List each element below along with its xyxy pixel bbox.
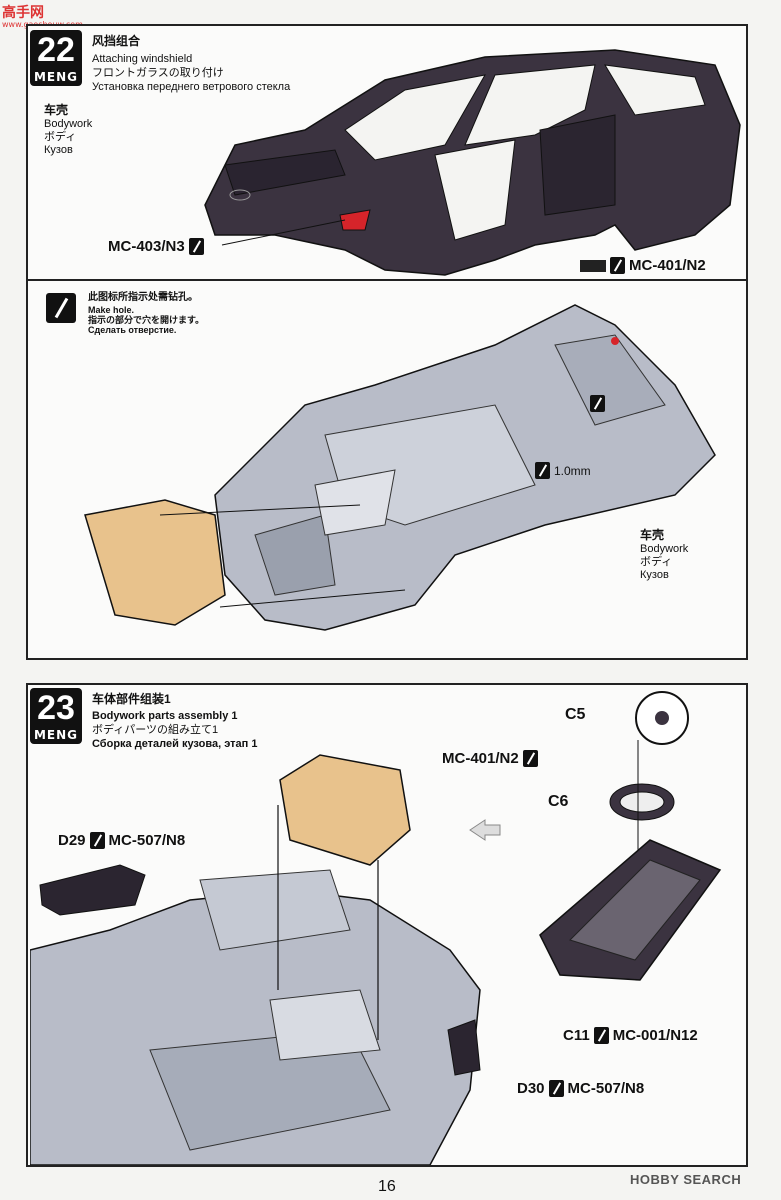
step-22-title-ja: フロントガラスの取り付け [92, 67, 224, 79]
step-23-title-en: Bodywork parts assembly 1 [92, 710, 238, 722]
bodywork-label-ja: ボディ [44, 131, 77, 143]
paint-brush-icon [522, 750, 538, 767]
paint-callout-d30: D30 MC-507/N8 [517, 1080, 645, 1097]
brand-logo: MENG [33, 728, 79, 742]
paint-brush-icon [593, 1027, 609, 1044]
assembly-illustration [30, 691, 722, 1165]
part-label-c6: C6 [548, 793, 569, 810]
part-label-c5: C5 [565, 706, 586, 723]
color-swatch [580, 259, 606, 272]
car-body-illustration [204, 49, 741, 276]
drill-note-zh: 此图标所指示处需钻孔。 [88, 292, 198, 303]
bodywork-label2-en: Bodywork [640, 543, 689, 555]
drill-note-ja: 指示の部分で穴を開けます。 [88, 315, 205, 325]
paint-callout-c11: C11 MC-001/N12 [563, 1027, 698, 1044]
drill-icon [46, 293, 76, 323]
paint-callout-wheels: MC-401/N2 [442, 750, 538, 767]
step-number: 23 [37, 689, 75, 727]
drill-note-en: Make hole. [88, 305, 135, 315]
paint-brush-icon [548, 1080, 564, 1097]
bodywork-label2-ru: Кузов [640, 569, 669, 581]
panel-divider [26, 279, 748, 281]
step-number: 22 [37, 31, 75, 69]
step-23-title-ru: Сборка деталей кузова, этап 1 [92, 738, 258, 750]
part-label-c11: C11 [563, 1027, 590, 1044]
paint-callout-mc401: MC-401/N2 [580, 257, 706, 274]
drill-icon [535, 462, 550, 479]
part-label-d29: D29 [58, 832, 86, 849]
page-number: 16 [378, 1178, 396, 1195]
bodywork-label2-zh: 车壳 [640, 528, 665, 542]
paint-brush-icon [89, 832, 105, 849]
footer-brand: HOBBY SEARCH [630, 1172, 742, 1187]
part-label-d30: D30 [517, 1080, 545, 1097]
step-23-title-ja: ボディパーツの組み立て1 [92, 724, 219, 736]
step-22-title-zh: 风挡组合 [92, 34, 141, 48]
step-22-title-ru: Установка переднего ветрового стекла [92, 81, 291, 93]
paint-brush-icon [188, 238, 204, 255]
drill-marker-small [590, 395, 605, 412]
drill-icon [590, 395, 605, 412]
bodywork-label-en: Bodywork [44, 118, 93, 130]
step-23-title-zh: 车体部件组装1 [92, 692, 171, 706]
paint-callout-d29: D29 MC-507/N8 [58, 832, 186, 849]
step-22-title-en: Attaching windshield [92, 53, 193, 65]
brand-logo: MENG [33, 70, 79, 84]
step-23-badge: 23 MENG [30, 688, 82, 744]
paint-callout-mc403: MC-403/N3 [108, 238, 204, 255]
paint-brush-icon [610, 257, 625, 274]
bodywork-label-zh: 车壳 [44, 103, 69, 117]
bodywork-label-ru: Кузов [44, 144, 73, 156]
bodywork-label2-ja: ボディ [640, 556, 673, 568]
leader-line [221, 219, 346, 246]
drill-size-callout: 1.0mm [535, 462, 591, 479]
drill-note-ru: Сделать отверстие. [88, 325, 177, 335]
step-22-badge: 22 MENG [30, 30, 82, 86]
body-underside-illustration [84, 304, 716, 631]
